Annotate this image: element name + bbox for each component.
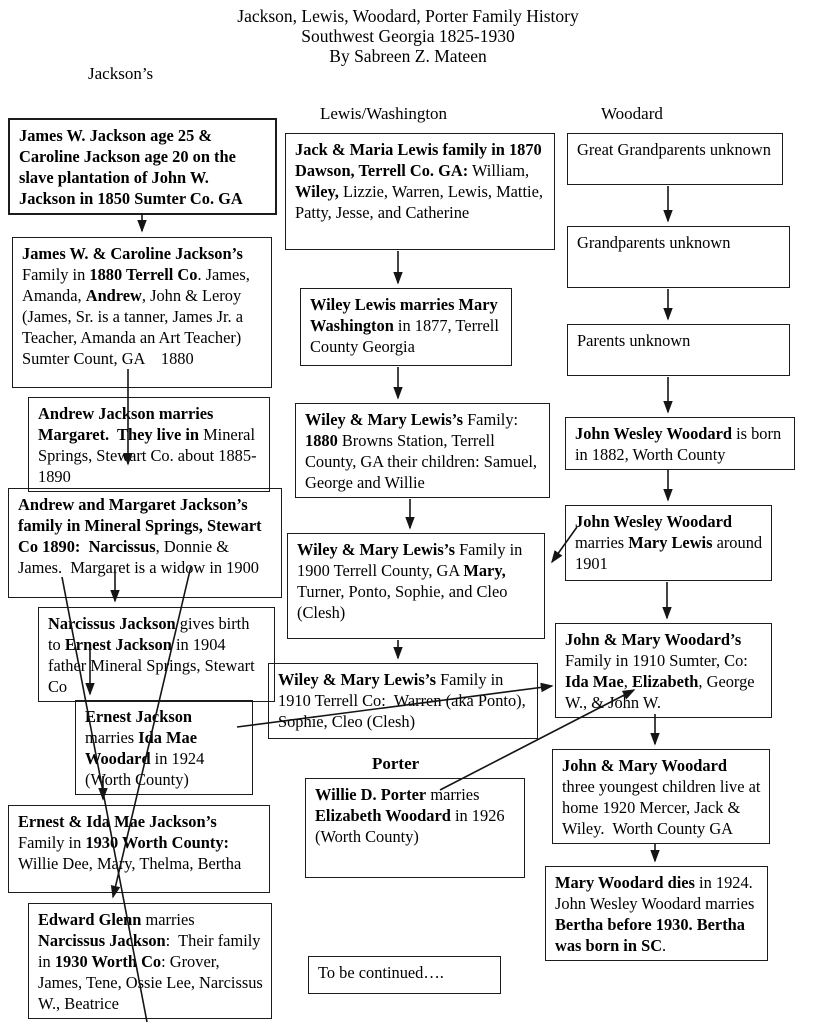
box-jack-maria-lewis-1870: Jack & Maria Lewis family in 1870 Dawson… <box>285 133 555 250</box>
title-line-2: Southwest Georgia 1825-1930 <box>301 26 515 46</box>
box-narcissus-gives-birth-ernest: Narcissus Jackson gives birth to Ernest … <box>38 607 275 702</box>
column-header-jacksons: Jackson’s <box>88 64 154 83</box>
box-john-mary-woodard-family-1910: John & Mary Woodard’s Family in 1910 Sum… <box>555 623 772 718</box>
box-wiley-mary-family-1900: Wiley & Mary Lewis’s Family in 1900 Terr… <box>287 533 545 639</box>
box-parents-unknown: Parents unknown <box>567 324 790 376</box>
page-title: Jackson, Lewis, Woodard, Porter Family H… <box>0 6 816 66</box>
box-great-grandparents-unknown: Great Grandparents unknown <box>567 133 783 185</box>
box-to-be-continued: To be continued…. <box>308 956 501 994</box>
box-ernest-marries-ida-mae: Ernest Jackson marries Ida Mae Woodard i… <box>75 700 253 795</box>
box-wiley-mary-family-1910: Wiley & Mary Lewis’s Family in 1910 Terr… <box>268 663 538 739</box>
column-header-lewis-washington: Lewis/Washington <box>320 104 448 123</box>
box-mary-woodard-dies: Mary Woodard dies in 1924. John Wesley W… <box>545 866 768 961</box>
box-andrew-marries-margaret: Andrew Jackson marries Margaret. They li… <box>28 397 270 492</box>
box-john-mary-woodard-1920: John & Mary Woodard three youngest child… <box>552 749 770 844</box>
column-header-porter: Porter <box>372 754 420 773</box>
box-john-wesley-marries-mary-lewis: John Wesley Woodard marries Mary Lewis a… <box>565 505 772 581</box>
box-wiley-marries-mary-washington: Wiley Lewis marries Mary Washington in 1… <box>300 288 512 366</box>
box-james-caroline-family-1880: James W. & Caroline Jackson’s Family in … <box>12 237 272 388</box>
box-andrew-margaret-family-1890: Andrew and Margaret Jackson’s family in … <box>8 488 282 598</box>
box-edward-glenn-marries-narcissus: Edward Glenn marries Narcissus Jackson: … <box>28 903 272 1019</box>
box-wiley-mary-family-1880: Wiley & Mary Lewis’s Family: 1880 Browns… <box>295 403 550 498</box>
box-james-caroline-1850: James W. Jackson age 25 & Caroline Jacks… <box>8 118 277 215</box>
box-willie-porter-marries-elizabeth: Willie D. Porter marries Elizabeth Wooda… <box>305 778 525 878</box>
box-ernest-ida-family-1930: Ernest & Ida Mae Jackson’s Family in 193… <box>8 805 270 893</box>
title-line-1: Jackson, Lewis, Woodard, Porter Family H… <box>237 6 579 26</box>
column-header-woodard: Woodard <box>601 104 663 123</box>
box-grandparents-unknown: Grandparents unknown <box>567 226 790 288</box>
box-john-wesley-woodard-born: John Wesley Woodard is born in 1882, Wor… <box>565 417 795 470</box>
title-line-3: By Sabreen Z. Mateen <box>329 46 487 66</box>
